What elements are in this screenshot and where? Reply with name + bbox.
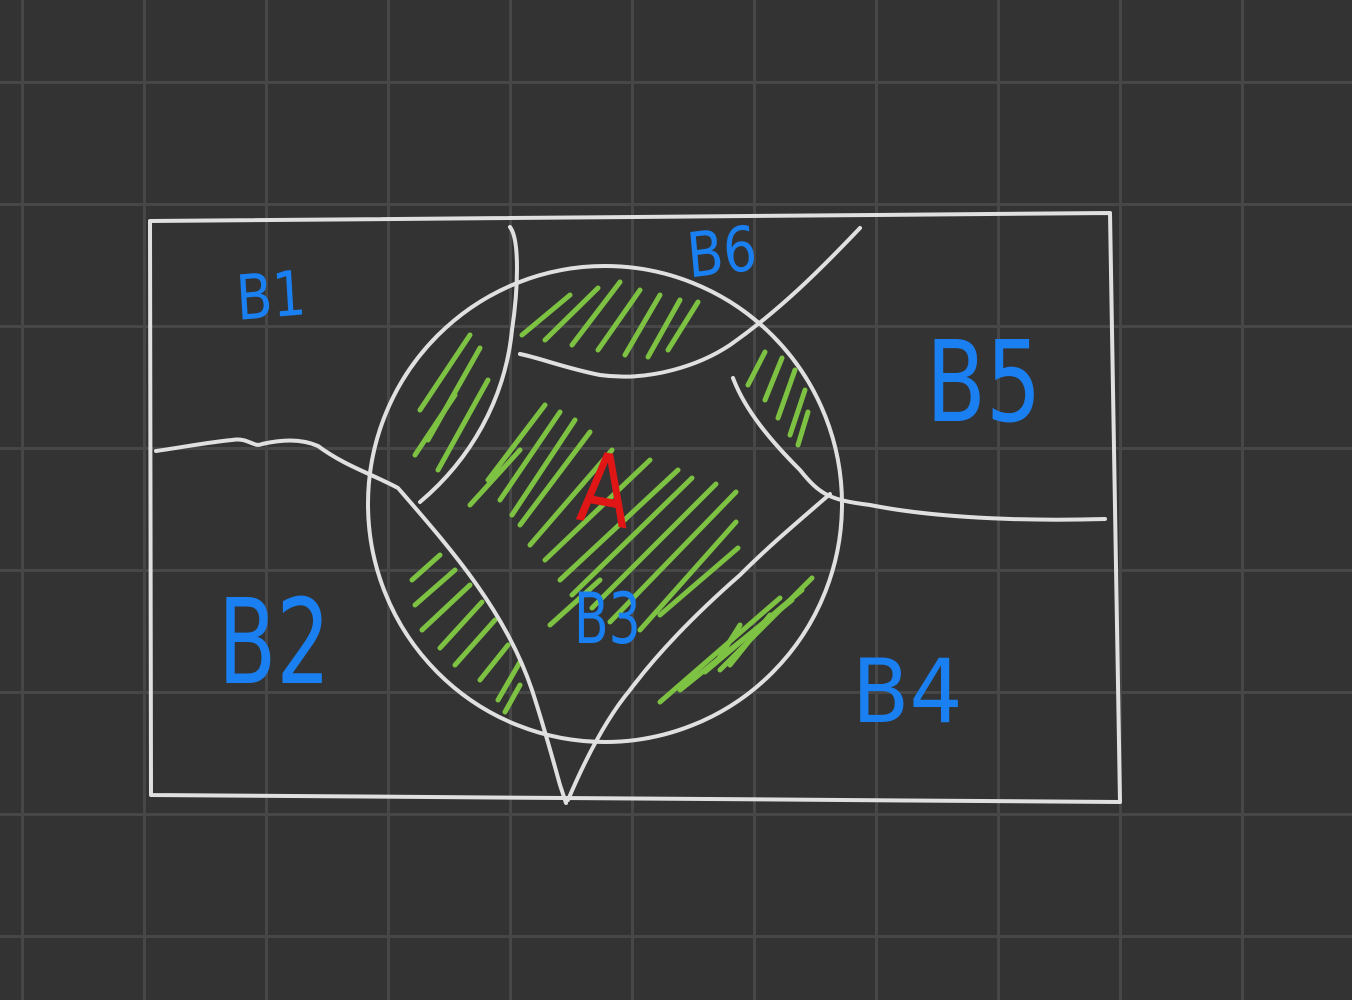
boundary-b5-b3 [731,376,1107,522]
region-label-b3: B3 [574,578,641,660]
boundary-b1-b2 [154,437,568,805]
boundary-b6-b3 [518,226,862,379]
event-a-shading [409,279,815,715]
region-label-b5: B5 [926,318,1042,448]
region-label-b2: B2 [218,573,331,711]
region-label-b6: B6 [684,211,760,293]
diagram-outlines [148,211,1122,805]
region-label-b1: B1 [234,256,308,335]
boundary-b4-b3 [566,492,832,802]
sample-space-rectangle [148,211,1122,804]
event-a-circle [366,264,844,744]
boundary-b1-b6 [418,225,519,504]
region-label-b4: B4 [852,640,963,743]
